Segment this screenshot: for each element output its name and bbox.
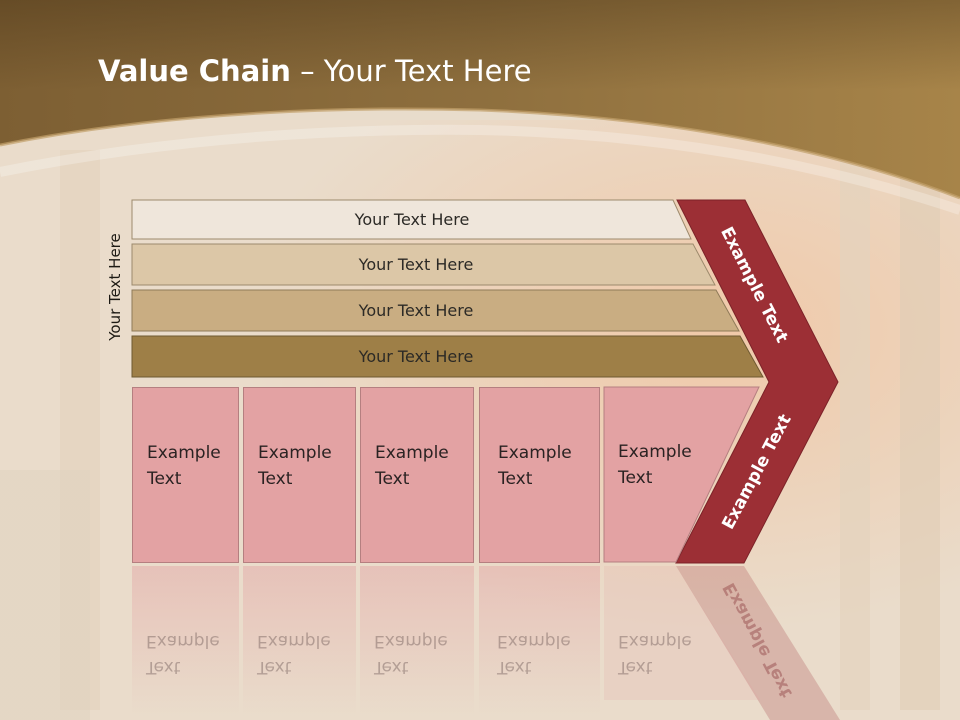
title-bold: Value Chain xyxy=(98,54,291,88)
column-1-reflection-line2: Text xyxy=(146,657,181,677)
row-1-label: Your Text Here xyxy=(354,210,470,229)
column-reflection-2: Text Example xyxy=(243,566,356,716)
column-3-line2: Text xyxy=(375,469,410,489)
row-1: Your Text Here xyxy=(132,200,692,239)
column-4-reflection-line1: Example xyxy=(497,631,571,651)
column-4-line2: Text xyxy=(498,469,533,489)
row-3: Your Text Here xyxy=(132,290,700,331)
column-1-reflection-line1: Example xyxy=(146,631,220,651)
row-2: Your Text Here xyxy=(132,244,700,285)
column-reflection-1: Text Example xyxy=(132,566,239,716)
column-5-line2: Text xyxy=(618,468,653,488)
column-5-reflection-line1: Example xyxy=(618,631,692,651)
column-5-reflection-line2: Text xyxy=(618,657,653,677)
side-label: Your Text Here xyxy=(106,233,124,341)
column-2-reflection-line1: Example xyxy=(257,631,331,651)
slide-title: Value Chain – Your Text Here xyxy=(98,54,532,88)
column-4-line1: Example xyxy=(498,443,572,463)
column-reflection-4: Text Example xyxy=(479,566,600,716)
row-4-label: Your Text Here xyxy=(358,347,474,366)
column-1-line1: Example xyxy=(147,443,221,463)
column-2-line1: Example xyxy=(258,443,332,463)
column-3-reflection-line1: Example xyxy=(374,631,448,651)
row-4: Your Text Here xyxy=(132,336,700,377)
column-2-line2: Text xyxy=(258,469,293,489)
column-1-line2: Text xyxy=(147,469,182,489)
column-3-line1: Example xyxy=(375,443,449,463)
row-3-label: Your Text Here xyxy=(358,301,474,320)
column-4-reflection-line2: Text xyxy=(497,657,532,677)
column-reflection-5: Text Example xyxy=(604,566,704,716)
column-3-reflection-line2: Text xyxy=(374,657,409,677)
column-reflection-3: Text Example xyxy=(360,566,474,716)
column-2-reflection-line2: Text xyxy=(257,657,292,677)
column-5-line1: Example xyxy=(618,442,692,462)
title-rest: – Your Text Here xyxy=(290,54,532,88)
row-2-label: Your Text Here xyxy=(358,255,474,274)
